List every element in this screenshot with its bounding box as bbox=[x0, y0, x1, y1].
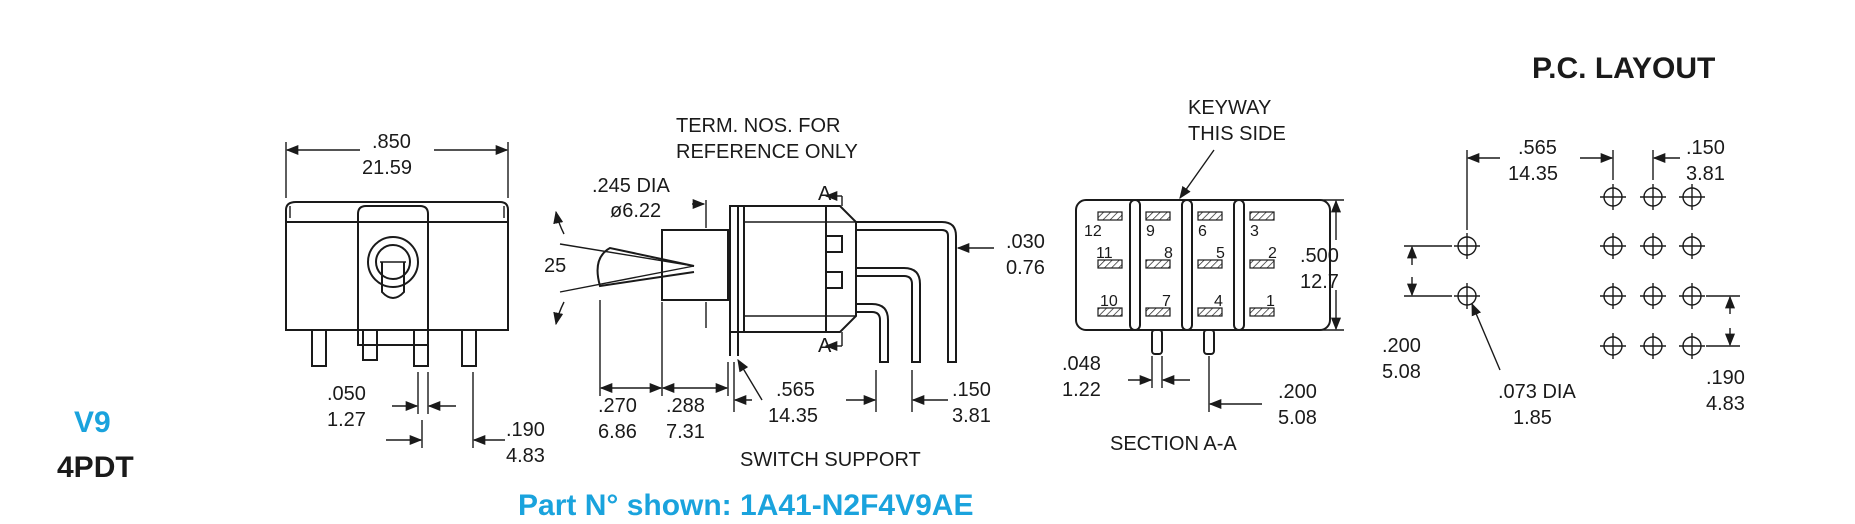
side-note-line1: TERM. NOS. FOR bbox=[676, 115, 840, 137]
pcb-hole bbox=[1600, 283, 1626, 309]
pc-200-in: .200 bbox=[1382, 335, 1421, 357]
pcb-hole bbox=[1679, 233, 1705, 259]
pc-200-mm: 5.08 bbox=[1382, 361, 1421, 383]
front-view: .850 21.59 .050 1.27 .190 4.83 bbox=[285, 131, 545, 467]
pc-hole-in: .073 DIA bbox=[1498, 381, 1576, 403]
pcb-holes bbox=[1454, 184, 1705, 359]
terminal-number: 3 bbox=[1250, 223, 1259, 240]
keyway-line2: THIS SIDE bbox=[1188, 123, 1286, 145]
pc-150-in: .150 bbox=[1686, 137, 1725, 159]
section-pin-in: .048 bbox=[1062, 353, 1101, 375]
term-thickness-in: .030 bbox=[1006, 231, 1045, 253]
pc-hole-mm: 1.85 bbox=[1513, 407, 1552, 429]
section-marker-bottom: A bbox=[818, 335, 832, 357]
pcb-hole bbox=[1640, 184, 1666, 210]
bushing-dia-in: .245 DIA bbox=[592, 175, 670, 197]
pole-config: 4PDT bbox=[57, 451, 134, 484]
terminal-number: 4 bbox=[1214, 293, 1223, 310]
pcb-hole bbox=[1640, 233, 1666, 259]
bushing-dia-mm: ø6.22 bbox=[610, 200, 661, 222]
terminal-number: 1 bbox=[1266, 293, 1275, 310]
section-label: SECTION A-A bbox=[1110, 433, 1237, 455]
pc-layout: .565 14.35 .150 3.81 .200 5.08 .073 DIA … bbox=[1382, 137, 1745, 429]
section-spacing-in: .200 bbox=[1278, 381, 1317, 403]
series-code: V9 bbox=[74, 406, 111, 439]
section-height-mm: 12.7 bbox=[1300, 271, 1339, 293]
front-pitch-in: .190 bbox=[506, 419, 545, 441]
side-note-line2: REFERENCE ONLY bbox=[676, 141, 858, 163]
terminal-number: 10 bbox=[1100, 293, 1118, 310]
terminal-number: 9 bbox=[1146, 223, 1155, 240]
section-view: KEYWAY THIS SIDE 12 9 6 3 11 8 bbox=[1062, 97, 1344, 455]
front-pin-in: .050 bbox=[327, 383, 366, 405]
dim-150-mm: 3.81 bbox=[952, 405, 991, 427]
pcb-hole bbox=[1679, 333, 1705, 359]
term-thickness-mm: 0.76 bbox=[1006, 257, 1045, 279]
pcb-hole bbox=[1454, 283, 1480, 309]
side-view: TERM. NOS. FOR REFERENCE ONLY .245 DIA ø… bbox=[544, 115, 1045, 471]
terminal-numbers: 12 9 6 3 11 8 5 2 10 7 4 1 bbox=[1084, 223, 1277, 310]
front-pin-mm: 1.27 bbox=[327, 409, 366, 431]
switch-support-label: SWITCH SUPPORT bbox=[740, 449, 921, 471]
pcb-hole bbox=[1454, 233, 1480, 259]
dim-288-in: .288 bbox=[666, 395, 705, 417]
section-pin-mm: 1.22 bbox=[1062, 379, 1101, 401]
section-spacing-mm: 5.08 bbox=[1278, 407, 1317, 429]
pcb-hole bbox=[1679, 184, 1705, 210]
pcb-hole bbox=[1600, 333, 1626, 359]
dim-565-in: .565 bbox=[776, 379, 815, 401]
pcb-hole bbox=[1600, 184, 1626, 210]
pc-150-mm: 3.81 bbox=[1686, 163, 1725, 185]
dim-565-mm: 14.35 bbox=[768, 405, 818, 427]
pcb-hole bbox=[1679, 283, 1705, 309]
pc-layout-title: P.C. LAYOUT bbox=[1532, 52, 1715, 85]
part-number: Part N° shown: 1A41-N2F4V9AE bbox=[518, 489, 973, 522]
pc-190-mm: 4.83 bbox=[1706, 393, 1745, 415]
dim-150-in: .150 bbox=[952, 379, 991, 401]
dim-288-mm: 7.31 bbox=[666, 421, 705, 443]
toggle-angle: 25 bbox=[544, 255, 566, 277]
front-pitch-mm: 4.83 bbox=[506, 445, 545, 467]
pc-565-in: .565 bbox=[1518, 137, 1557, 159]
terminal-number: 8 bbox=[1164, 245, 1173, 262]
terminal-number: 7 bbox=[1162, 293, 1171, 310]
terminal-number: 6 bbox=[1198, 223, 1207, 240]
front-width-mm: 21.59 bbox=[362, 157, 412, 179]
terminal-number: 11 bbox=[1096, 245, 1113, 262]
section-marker-top: A bbox=[818, 183, 832, 205]
terminal-pads bbox=[1097, 211, 1275, 317]
dim-270-mm: 6.86 bbox=[598, 421, 637, 443]
front-width-in: .850 bbox=[372, 131, 411, 153]
keyway-line1: KEYWAY bbox=[1188, 97, 1271, 119]
terminal-number: 5 bbox=[1216, 245, 1225, 262]
terminal-number: 12 bbox=[1084, 223, 1102, 240]
section-height-in: .500 bbox=[1300, 245, 1339, 267]
pc-565-mm: 14.35 bbox=[1508, 163, 1558, 185]
terminal-number: 2 bbox=[1268, 245, 1277, 262]
pcb-hole bbox=[1640, 333, 1666, 359]
pc-190-in: .190 bbox=[1706, 367, 1745, 389]
pcb-hole bbox=[1600, 233, 1626, 259]
pcb-hole bbox=[1640, 283, 1666, 309]
dim-270-in: .270 bbox=[598, 395, 637, 417]
